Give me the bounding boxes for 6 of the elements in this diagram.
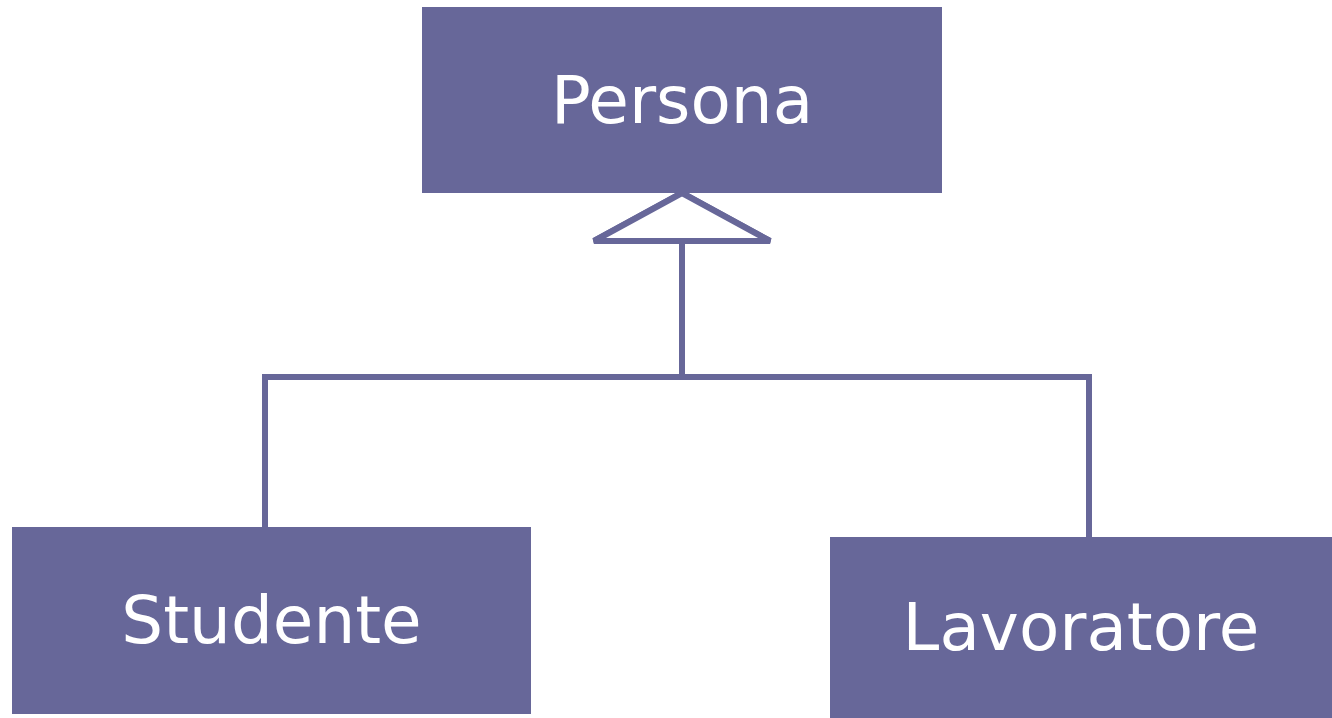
class-name: Studente [121, 582, 422, 659]
class-box [422, 7, 942, 193]
class-name: Persona [550, 61, 814, 139]
class-box [830, 537, 1332, 718]
class-box [12, 527, 531, 714]
class-name: Lavoratore [902, 589, 1260, 666]
